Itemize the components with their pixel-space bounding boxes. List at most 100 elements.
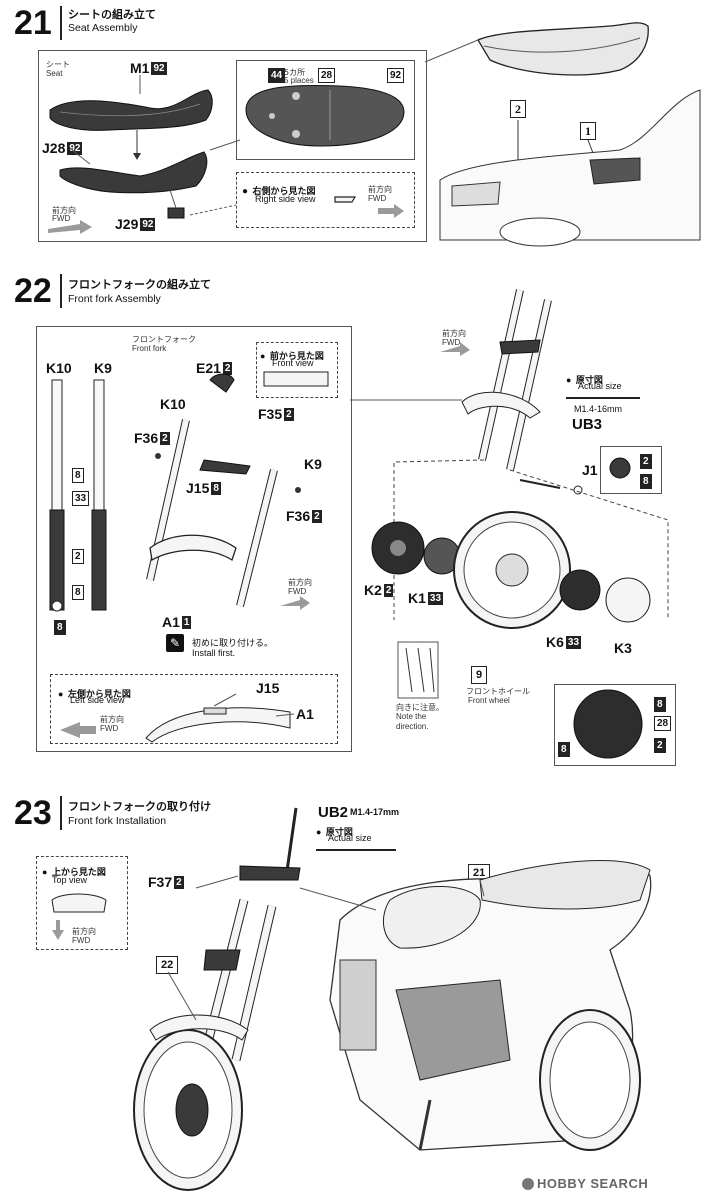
front-wheel-en: Front wheel (468, 696, 510, 705)
left-side-view-en: Left side view (70, 695, 125, 705)
fwd-en: FWD (72, 936, 91, 945)
fwd-en: FWD (288, 587, 307, 596)
underside-detail-box (236, 60, 415, 160)
step-title-jp: シートの組み立て (68, 8, 156, 21)
step-title-en: Front fork Installation (68, 815, 167, 827)
part-label-k10: K10 (160, 396, 186, 412)
screw-size: M1.4-16mm (574, 404, 623, 414)
part-label-k3: K3 (614, 640, 632, 656)
j1-box (600, 446, 662, 494)
screw-size: M1.4-17mm (350, 807, 400, 817)
front-view-title: ● 前から見た図 (260, 351, 324, 362)
step-title-en: Front fork Assembly (68, 293, 161, 305)
direction-en: Note the direction. (396, 712, 429, 731)
glue-icon: ✎ (166, 634, 184, 652)
screw-code: UB2 (318, 804, 349, 821)
badge: 2 (640, 454, 652, 469)
fwd-jp: 前方向 (100, 715, 124, 724)
seat-label-jp: シート (46, 60, 70, 69)
left-view-part-a1: A1 (296, 706, 314, 722)
triple-clamp-f37 (239, 865, 301, 881)
actual-size-title: ● 原寸図 (316, 827, 353, 838)
detail-note-en: 5 places (284, 76, 314, 85)
badge: 8 (640, 474, 652, 489)
fork-label-k9: K9 (94, 360, 112, 376)
bullet-icon: ● (58, 689, 64, 699)
fwd-en-left: FWD (52, 214, 71, 223)
step-title-jp: フロントフォークの取り付け (68, 800, 211, 813)
badge: 28 (654, 716, 672, 731)
right-side-view-box (236, 172, 415, 228)
callout-22: 22 (156, 956, 179, 974)
fwd-arrow-icon (440, 342, 470, 356)
fwd-jp: 前方向 (368, 185, 392, 194)
wheel-tag: 9 (471, 666, 488, 684)
right-side-view-title: ● 右側から見た図 (242, 186, 316, 197)
fork-badge: 33 (72, 491, 90, 506)
badge: 8 (558, 742, 570, 757)
seat-j28 (59, 151, 208, 194)
actual-size-en: Actual size (328, 833, 372, 843)
top-view-en: Top view (52, 875, 88, 885)
k3-detail-disc (573, 689, 643, 759)
fwd-jp-right: 前方向 (442, 329, 466, 338)
fwd-down-arrow-icon (52, 920, 64, 940)
part-label-k9: K9 (304, 456, 322, 472)
step-divider (60, 6, 62, 40)
direction-jp: 向きに注意。 (396, 703, 444, 712)
badge-92: 92 (387, 68, 405, 83)
seat-label-en: Seat (46, 69, 63, 78)
actual-size-title: ● 原寸図 (566, 375, 603, 386)
front-wheel-installed (133, 1029, 243, 1191)
seat-underside (245, 84, 405, 147)
detail-note-jp: 5カ所 (284, 68, 306, 77)
part-j29-shape (167, 207, 185, 219)
fwd-arrow-icon (48, 220, 92, 234)
callout-1: 1 (580, 122, 596, 140)
motorcycle-tail (439, 89, 701, 247)
fwd-arrow-icon (378, 204, 404, 218)
fork-badge: 8 (72, 468, 84, 483)
top-view-title: ● 上から見た図 (42, 867, 106, 878)
watermark-logo-icon (522, 1178, 534, 1190)
fork-badge: 8 (54, 620, 66, 635)
actual-size-en: Actual size (578, 381, 622, 391)
front-wheel (453, 511, 571, 629)
callout-2: 2 (510, 100, 526, 118)
bullet-icon: ● (260, 351, 266, 361)
front-view-en: Front view (272, 358, 314, 368)
front-view-part (263, 371, 329, 387)
badge: 2 (654, 738, 666, 753)
motorcycle-body (329, 860, 652, 1151)
front-fork-en: Front fork (132, 344, 167, 353)
front-fork-jp: フロントフォーク (132, 335, 196, 344)
brake-k3 (605, 577, 651, 623)
step-divider (60, 796, 62, 830)
fwd-en: FWD (368, 194, 387, 203)
bullet-icon: ● (42, 867, 48, 877)
fork-label-k10: K10 (46, 360, 72, 376)
fwd-jp: 前方向 (72, 927, 96, 936)
step-number: 21 (14, 4, 52, 42)
watermark: HOBBY SEARCH (522, 1176, 648, 1191)
seat-assembly-box (38, 50, 427, 242)
left-side-view-title: ● 左側から見た図 (58, 689, 131, 700)
front-fork-box (36, 326, 352, 752)
step-title-jp: フロントフォークの組み立て (68, 278, 211, 291)
k3-detail-box (554, 684, 676, 766)
left-side-view-box (50, 674, 338, 744)
side-view-part (334, 196, 357, 203)
fork-badge: 2 (72, 549, 84, 564)
front-fender-installed (149, 1014, 249, 1041)
fork-assembly (146, 373, 301, 607)
seat-m1 (49, 89, 213, 131)
badge-28: 28 (318, 68, 336, 83)
fwd-jp-left: 前方向 (52, 206, 76, 215)
right-side-view-en: Right side view (255, 194, 316, 204)
